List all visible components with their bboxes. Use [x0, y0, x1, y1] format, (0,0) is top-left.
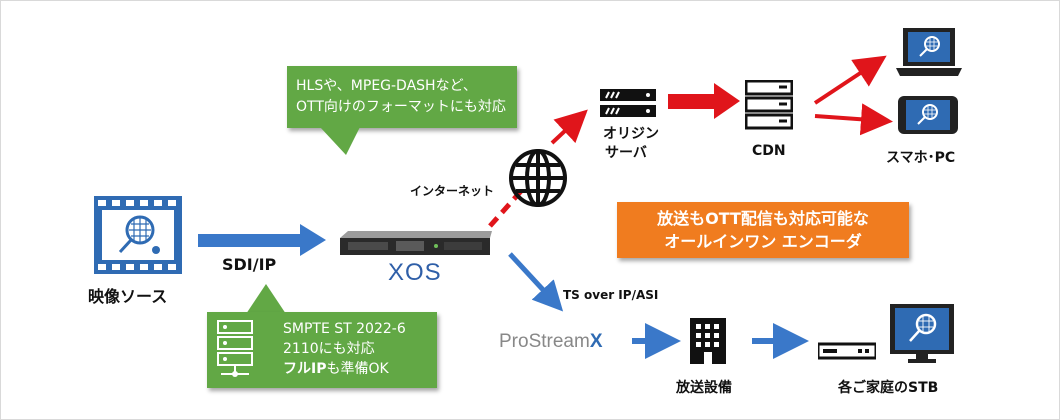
ts-over-ip-label: TS over IP/ASI	[563, 288, 659, 302]
ott-callout-pointer	[320, 127, 360, 155]
smpte-line3-rest: も準備OK	[326, 361, 389, 377]
smartphone-pc-label: スマホ･PC	[886, 150, 956, 166]
smpte-line3-bold: フルIP	[283, 361, 327, 377]
xos-server-icon	[340, 231, 492, 255]
arrow-source-to-xos	[198, 224, 326, 256]
arrow-xos-to-prostream	[508, 252, 564, 312]
sdi-ip-label: SDI/IP	[222, 255, 277, 274]
smpte-callout-pointer	[246, 284, 286, 314]
all-in-one-encoder-callout: 放送もOTT配信も対応可能な オールインワン エンコーダ	[617, 202, 909, 258]
cdn-server-icon	[745, 80, 793, 130]
home-stb-label: 各ご家庭のSTB	[838, 380, 939, 396]
all-in-one-line2: オールインワン エンコーダ	[664, 232, 862, 251]
smpte-line1: SMPTE ST 2022-6	[283, 321, 406, 337]
origin-server-label-line2: サーバ	[605, 145, 647, 161]
arrow-internet-to-origin	[550, 109, 588, 145]
broadcast-facility-label: 放送設備	[676, 380, 732, 396]
ott-callout-line1: HLSや、MPEG-DASHなど、	[296, 78, 477, 94]
ip-server-icon	[217, 320, 253, 377]
tv-icon	[890, 304, 954, 363]
smpte-line3: フルIPも準備OK	[283, 360, 389, 379]
prostream-logo: ProStreamX	[499, 331, 603, 353]
smpte-line2: 2110にも対応	[283, 341, 375, 357]
origin-server-label: オリジン サーバ	[603, 125, 659, 163]
internet-globe-icon	[509, 149, 567, 207]
origin-server-icon	[600, 89, 656, 117]
smartphone-icon	[898, 96, 958, 134]
ott-callout-line2: OTT向けのフォーマットにも対応	[296, 99, 506, 115]
arrow-origin-to-cdn	[668, 83, 740, 119]
arrow-cdn-to-laptop	[813, 55, 887, 105]
arrow-cdn-to-phone	[814, 103, 893, 136]
stb-icon	[818, 342, 876, 360]
smpte-callout: SMPTE ST 2022-6 2110にも対応 フルIPも準備OK	[207, 312, 437, 388]
origin-server-label-line1: オリジン	[603, 126, 659, 142]
internet-label: インターネット	[410, 184, 495, 198]
building-icon	[690, 318, 726, 364]
prostream-logo-text: ProStream	[499, 331, 590, 352]
ott-callout: HLSや、MPEG-DASHなど、 OTT向けのフォーマットにも対応	[287, 66, 517, 128]
prostream-logo-x: X	[589, 331, 603, 352]
cdn-label: CDN	[752, 143, 786, 159]
video-source-label: 映像ソース	[88, 287, 168, 306]
all-in-one-line1: 放送もOTT配信も対応可能な	[657, 209, 869, 228]
video-source-icon	[94, 196, 182, 274]
xos-logo: XOS	[388, 259, 442, 286]
laptop-icon	[896, 28, 962, 76]
